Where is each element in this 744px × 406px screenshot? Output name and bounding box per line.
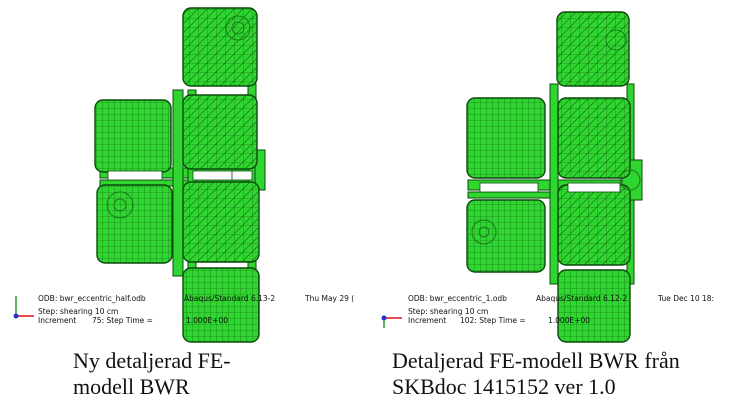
left-axis-triad [13, 296, 34, 319]
right-stress-spots [471, 29, 641, 245]
right-odb-label: ODB: bwr_eccentric_1.odb [408, 294, 507, 303]
right-fe-mesh-view [381, 11, 643, 343]
left-caption-line2: modell BWR [73, 374, 190, 399]
right-increment-value: 102: Step Time = [460, 316, 526, 325]
left-odb-label: ODB: bwr_eccentric_half.odb [38, 294, 146, 303]
right-date-label: Tue Dec 10 18: [658, 294, 715, 303]
left-step-label: Step: shearing 10 cm [38, 307, 119, 316]
left-odb-info: ODB: bwr_eccentric_half.odb Abaqus/Stand… [38, 294, 368, 330]
left-increment-value: 75: Step Time = [92, 316, 153, 325]
left-solver-label: Abaqus/Standard 6.13-2 [184, 294, 276, 303]
left-increment-label: Increment [38, 316, 77, 325]
left-fe-mesh-view [13, 7, 266, 343]
left-caption: Ny detaljerad FE- modell BWR [73, 348, 231, 400]
right-mesh-squares [466, 11, 631, 343]
left-stress-spots [106, 15, 251, 219]
left-model-panel: ODB: bwr_eccentric_half.odb Abaqus/Stand… [13, 7, 368, 400]
right-odb-info: ODB: bwr_eccentric_1.odb Abaqus/Standard… [408, 294, 742, 330]
right-caption: Detaljerad FE-modell BWR från SKBdoc 141… [392, 348, 680, 400]
right-step-label: Step: shearing 10 cm [408, 307, 489, 316]
right-caption-line1: Detaljerad FE-modell BWR från [392, 348, 680, 373]
left-date-label: Thu May 29 ( [305, 294, 355, 303]
left-step-time: 1.000E+00 [186, 316, 229, 325]
right-caption-line2: SKBdoc 1415152 ver 1.0 [392, 374, 616, 399]
left-caption-line1: Ny detaljerad FE- [73, 348, 231, 373]
right-increment-label: Increment [408, 316, 447, 325]
left-mesh-squares [94, 7, 260, 343]
right-step-time: 1.000E+00 [548, 316, 591, 325]
right-solver-label: Abaqus/Standard 6.12-2 [536, 294, 628, 303]
right-axis-triad [381, 315, 402, 328]
right-model-panel: ODB: bwr_eccentric_1.odb Abaqus/Standard… [372, 0, 744, 406]
